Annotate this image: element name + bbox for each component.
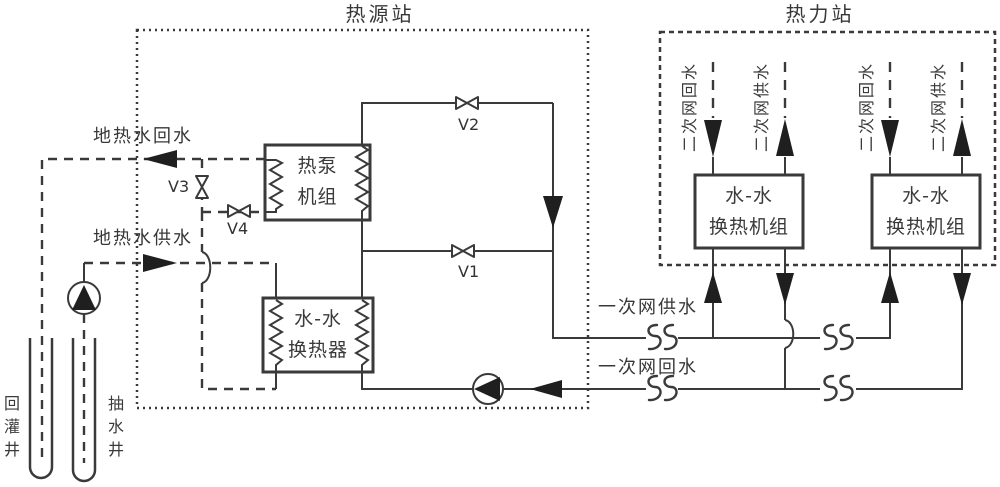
circulation-pump-rotor — [474, 377, 500, 401]
pipe-geothermal-return — [40, 157, 265, 460]
primary-network-pipes — [83, 102, 963, 390]
unit2-primary-supply-arrow — [881, 272, 899, 303]
break-icon — [839, 323, 854, 351]
break-icon — [663, 323, 678, 351]
pumps — [67, 281, 504, 405]
valve-v4-label: V4 — [227, 219, 249, 238]
unit1-box — [693, 173, 805, 250]
pumping-well-casing — [71, 338, 97, 483]
heatpump-left-coil — [265, 159, 285, 213]
unit1-line2: 换热机组 — [708, 216, 789, 238]
unit2-secondary-supply-label: 二次网供水 — [929, 61, 948, 153]
valve-v3-label: V3 — [168, 177, 190, 196]
valves — [195, 96, 479, 258]
reinjection-well-casing — [28, 338, 54, 480]
heat-exchanger-line1: 水-水 — [294, 308, 342, 330]
valve-v4-icon — [227, 204, 251, 218]
break-icon — [823, 374, 838, 402]
coils — [265, 145, 370, 371]
pipe-break-symbols — [647, 323, 854, 402]
unit2-secondary-return-arrow — [881, 120, 899, 157]
exchanger-right-coil — [354, 299, 370, 371]
unit1-secondary-supply-arrow — [776, 119, 794, 156]
pipe-crossover-jump-unit1 — [784, 319, 795, 349]
break-icon — [647, 323, 662, 351]
heat-exchanger-label: 水-水 换热器 — [263, 304, 373, 366]
flow-arrows — [143, 119, 971, 398]
unit1-secondary-supply-label: 二次网供水 — [752, 61, 771, 153]
geothermal-return-arrow — [143, 150, 177, 168]
pipe-unit-top-stubs — [712, 157, 963, 175]
heat-source-station-title: 热源站 — [345, 2, 415, 26]
unit2-line2: 换热机组 — [885, 216, 966, 238]
thermal-station-boundary — [658, 30, 997, 267]
heat-pump-line1: 热泵 — [297, 155, 338, 177]
geothermal-supply-arrow — [143, 254, 177, 272]
pipe-heatpump-to-v2 — [361, 102, 553, 145]
heat-pump-unit-box — [263, 143, 372, 222]
valve-v3-icon — [195, 175, 209, 199]
valve-v1-label: V1 — [458, 262, 480, 281]
valve-v1-icon — [451, 244, 475, 258]
unit1-secondary-return-label: 二次网回水 — [680, 61, 699, 153]
pipe-exchanger-geothermal-return — [200, 283, 276, 391]
break-icon — [647, 374, 662, 402]
heat-pump-unit-label: 热泵 机组 — [265, 151, 370, 213]
equipment-boxes — [261, 143, 982, 374]
unit2-primary-return-arrow — [953, 273, 971, 305]
unit2-box — [870, 173, 982, 250]
valve-v2-icon — [455, 96, 479, 110]
unit2-label: 水-水 换热机组 — [872, 181, 980, 243]
unit2-line1: 水-水 — [902, 185, 950, 207]
pumping-well-label: 抽水井 — [107, 394, 124, 459]
secondary-network-pipes — [711, 62, 964, 118]
unit1-primary-return-arrow — [776, 273, 794, 305]
pipe-crossover-jump-geothermal — [201, 251, 212, 284]
heat-pump-line2: 机组 — [297, 186, 338, 208]
break-icon — [839, 374, 854, 402]
unit2-secondary-supply-arrow — [953, 119, 971, 156]
primary-return-arrow — [530, 380, 562, 398]
geothermal-return-label: 地热水回水 — [93, 126, 193, 147]
reinjection-well-label: 回灌井 — [3, 394, 20, 459]
unit1-primary-supply-arrow — [704, 272, 722, 303]
supply-down-arrow — [543, 196, 563, 228]
pipe-unit2-return-riser — [856, 248, 963, 390]
heatpump-right-coil — [354, 145, 370, 219]
well-pump-rotor — [72, 285, 96, 310]
wells — [28, 338, 97, 483]
primary-return-label: 一次网回水 — [598, 357, 698, 378]
primary-supply-label: 一次网供水 — [598, 297, 698, 318]
unit1-line1: 水-水 — [725, 185, 773, 207]
unit1-secondary-return-arrow — [704, 120, 722, 157]
unit1-label: 水-水 换热机组 — [695, 181, 803, 243]
unit2-secondary-return-label: 二次网回水 — [857, 61, 876, 153]
heat-exchanger-line2: 换热器 — [287, 339, 348, 361]
valve-v2-label: V2 — [458, 115, 480, 134]
break-icon — [663, 374, 678, 402]
geothermal-supply-label: 地热水供水 — [93, 228, 193, 249]
break-icon — [823, 323, 838, 351]
pipe-supply-main — [552, 103, 646, 339]
thermal-station-title: 热力站 — [785, 2, 855, 26]
exchanger-left-coil — [268, 299, 284, 371]
geothermal-pipes — [40, 157, 276, 463]
